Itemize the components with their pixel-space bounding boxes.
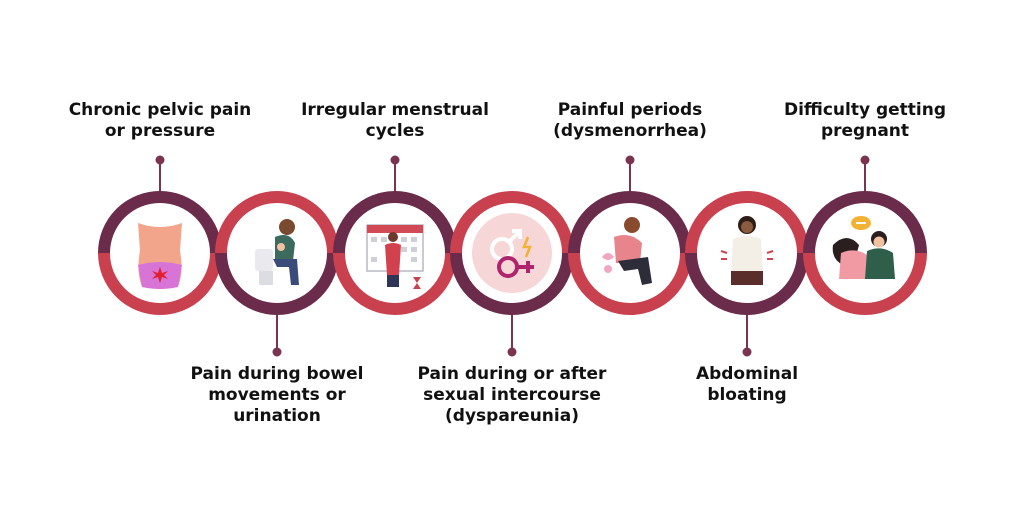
label-line: Pain during or after [417,364,607,384]
symptom-node-bowel-pain [215,191,339,315]
label-line: or pressure [104,121,216,141]
label-line: Chronic pelvic pain [68,100,252,120]
symptom-node-painful-periods [568,191,692,315]
label-line: (dyspareunia) [445,406,579,426]
label-difficulty-pregnant: Difficulty getting pregnant [765,100,965,142]
symptom-node-bloating [685,191,809,315]
label-line: Irregular menstrual [301,100,489,120]
calendar-cycle-icon [366,224,424,289]
symptom-node-pelvic-pain [98,191,222,315]
symptom-node-fertility [803,191,927,315]
label-line: bloating [707,385,787,405]
label-line: movements or [208,385,346,405]
couple-icon [832,216,895,279]
label-line: cycles [365,121,425,141]
symptom-node-irregular-cycles [333,191,457,315]
bloating-woman-icon [720,216,774,285]
label-line: (dysmenorrhea) [553,121,707,141]
label-line: Painful periods [557,100,703,120]
label-line: urination [233,406,321,426]
toilet-woman-icon [255,219,299,285]
period-pain-woman-icon [602,217,652,285]
label-line: Abdominal [695,364,799,384]
label-painful-periods: Painful periods (dysmenorrhea) [530,100,730,142]
label-line: Pain during bowel [190,364,364,384]
label-line: Difficulty getting [783,100,947,120]
label-line: sexual intercourse [423,385,601,405]
label-dyspareunia: Pain during or after sexual intercourse … [405,364,619,427]
gender-symbols-icon [490,229,534,278]
label-chronic-pelvic-pain: Chronic pelvic pain or pressure [60,100,260,142]
label-abdominal-bloating: Abdominal bloating [647,364,847,406]
symptom-node-dyspareunia [450,191,574,315]
label-irregular-cycles: Irregular menstrual cycles [295,100,495,142]
label-line: pregnant [820,121,910,141]
label-bowel-urination-pain: Pain during bowel movements or urination [177,364,377,427]
pelvic-pain-icon [138,223,182,289]
